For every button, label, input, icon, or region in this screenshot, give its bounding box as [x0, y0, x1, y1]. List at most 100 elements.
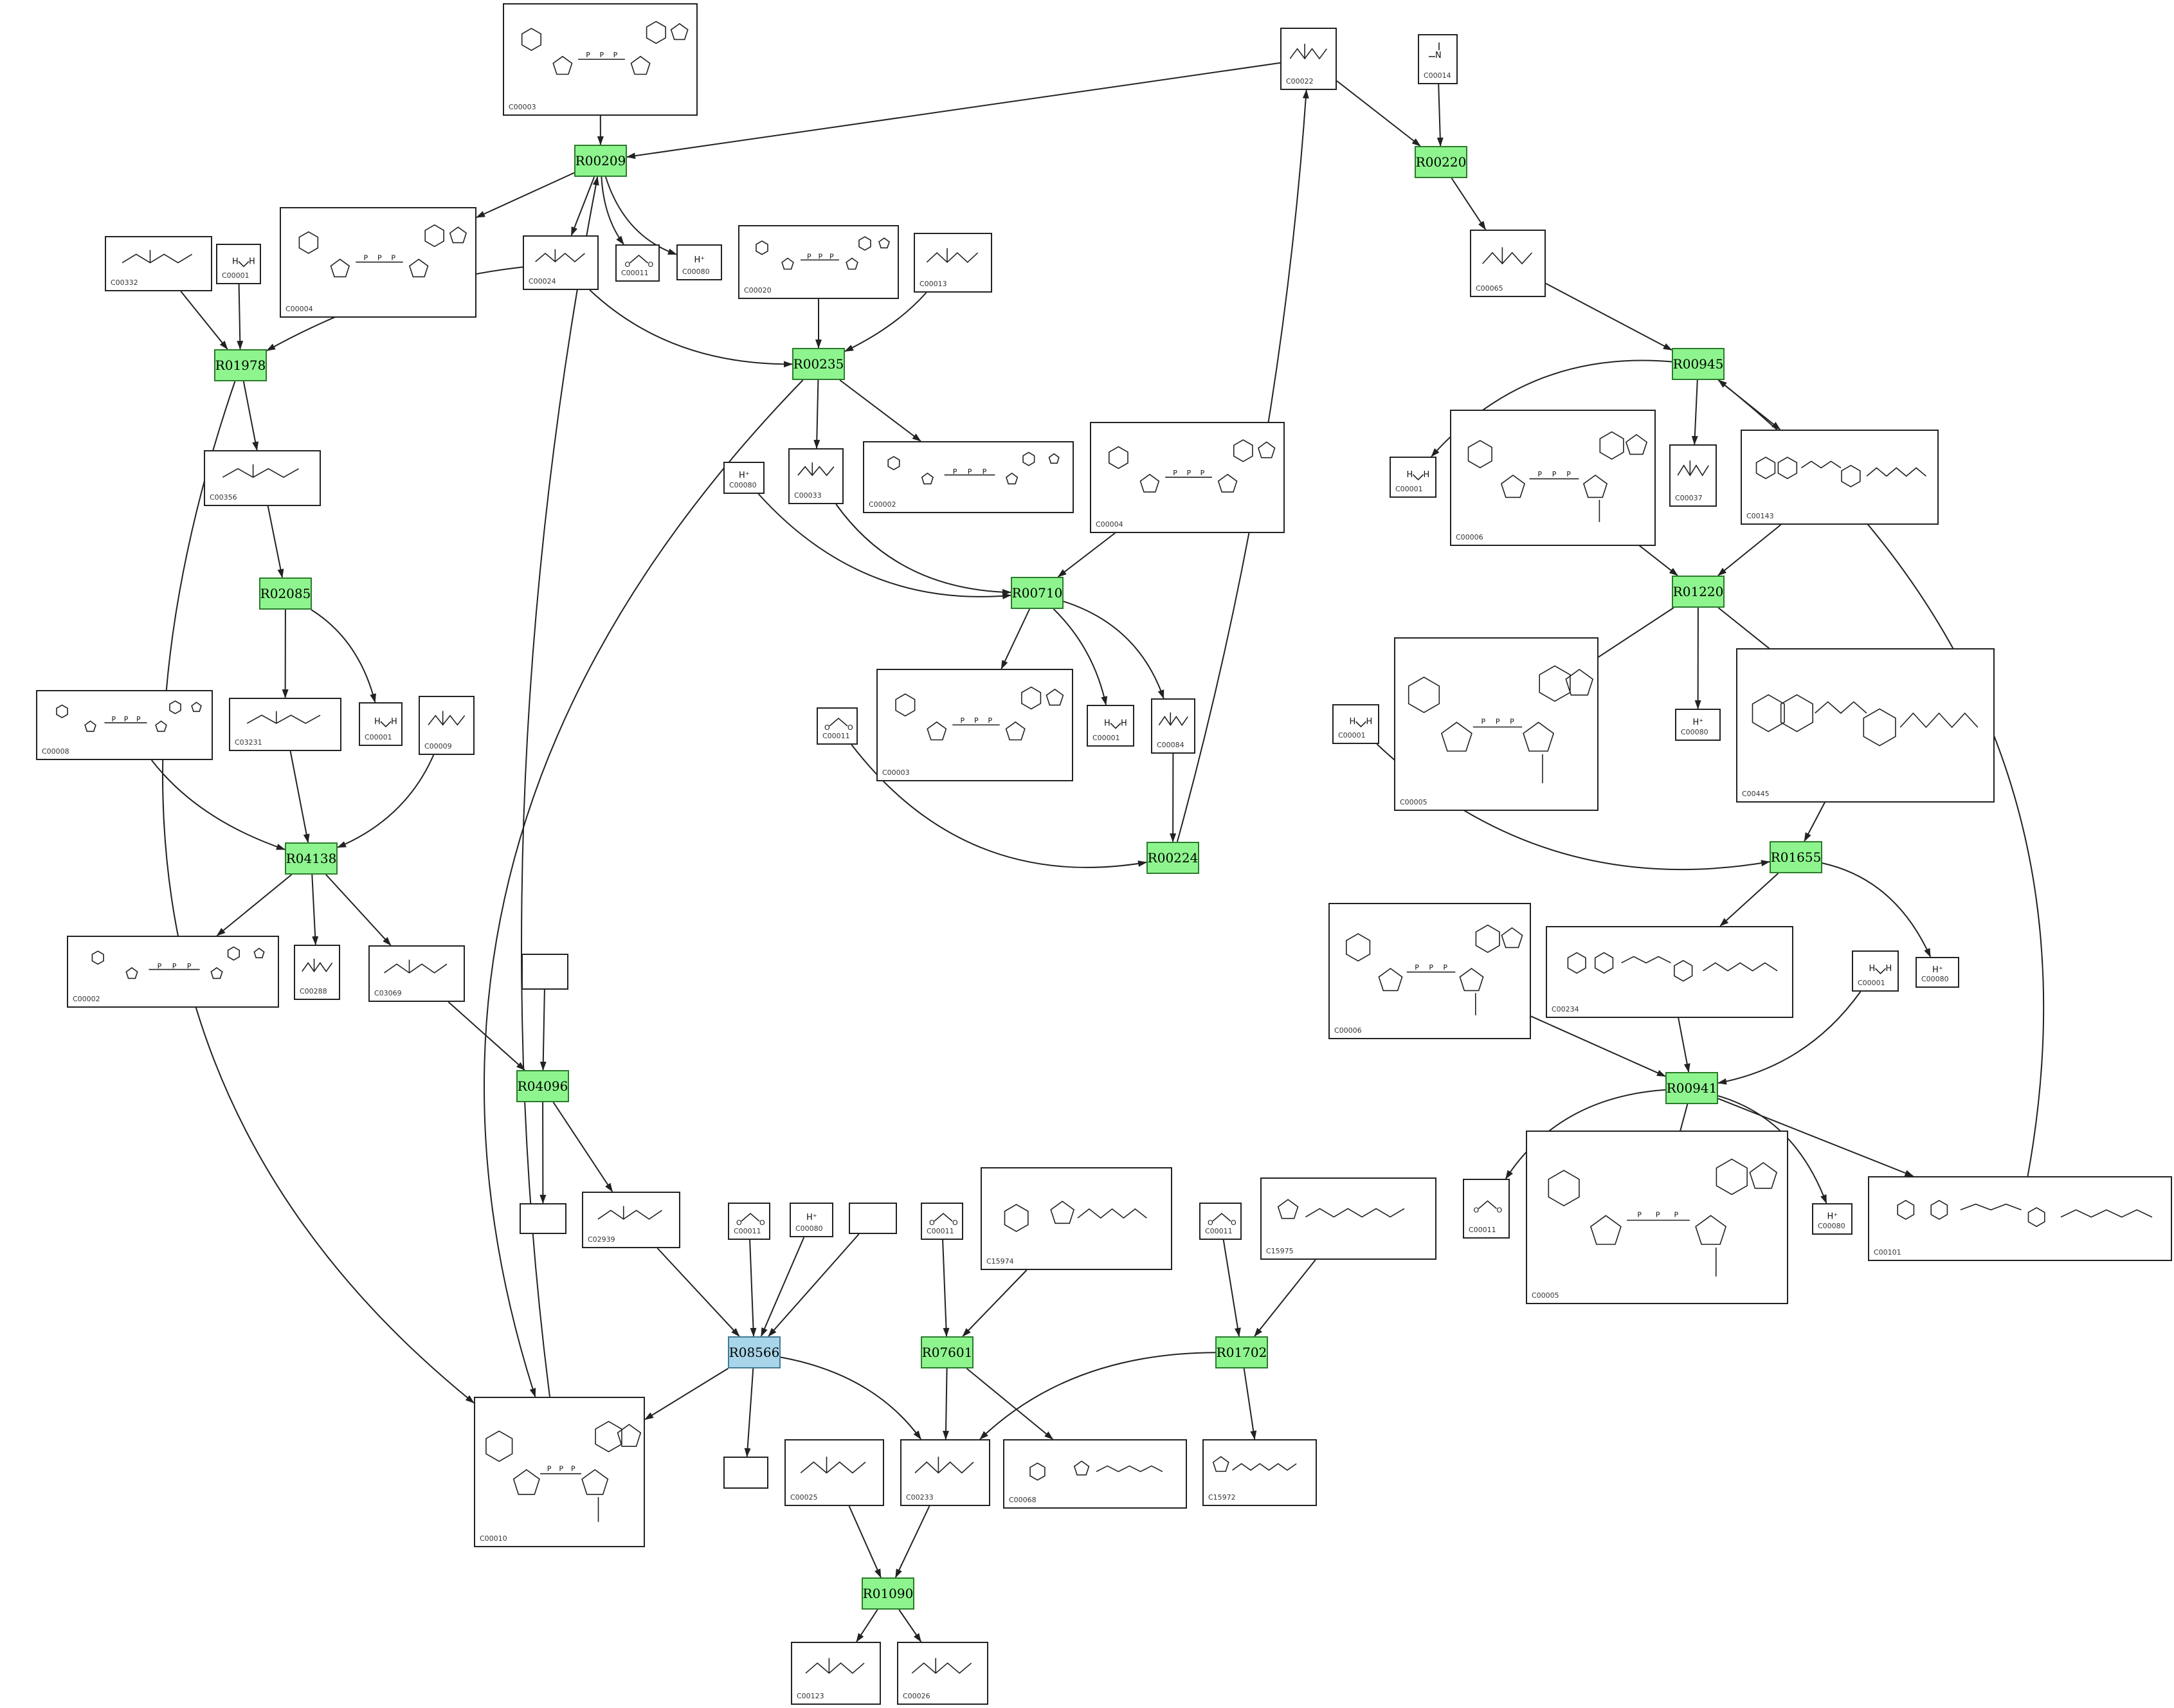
- compound-c00080-d[interactable]: H⁺C00080: [1916, 957, 1959, 988]
- compound-empty-d[interactable]: [723, 1457, 768, 1489]
- compound-c00068[interactable]: C00068: [1003, 1439, 1187, 1509]
- svg-text:P: P: [1186, 469, 1191, 477]
- reaction-r04138[interactable]: R04138: [285, 842, 338, 875]
- reaction-r01220[interactable]: R01220: [1672, 576, 1725, 608]
- svg-text:H⁺: H⁺: [1693, 718, 1704, 727]
- svg-text:P: P: [1429, 963, 1433, 972]
- reaction-r01655[interactable]: R01655: [1770, 841, 1822, 873]
- compound-c00445[interactable]: C00445: [1736, 648, 1995, 803]
- reaction-r00941[interactable]: R00941: [1665, 1072, 1718, 1104]
- reaction-r08566[interactable]: R08566: [728, 1336, 781, 1368]
- reaction-r00235[interactable]: R00235: [792, 348, 845, 380]
- reaction-r00220[interactable]: R00220: [1415, 146, 1467, 178]
- svg-text:H: H: [232, 257, 239, 267]
- compound-c02939[interactable]: C02939: [582, 1192, 680, 1248]
- edge-c00080_b-to-r00710: [757, 493, 1011, 599]
- edge-c00143-to-r01220: [1717, 524, 1782, 576]
- compound-c00288[interactable]: C00288: [294, 945, 340, 1000]
- compound-c03231[interactable]: C03231: [229, 698, 341, 751]
- svg-text:P: P: [158, 962, 162, 970]
- compound-c00033[interactable]: C00033: [788, 448, 844, 504]
- compound-id: C00101: [1874, 1248, 1901, 1257]
- reaction-r07601[interactable]: R07601: [921, 1336, 974, 1368]
- compound-c15972[interactable]: C15972: [1202, 1439, 1317, 1506]
- compound-c00065[interactable]: C00065: [1470, 230, 1546, 297]
- compound-c15974[interactable]: C15974: [981, 1167, 1172, 1270]
- compound-c00080-f[interactable]: H⁺C00080: [1812, 1203, 1852, 1235]
- edge-r01090-to-c00123: [856, 1609, 878, 1642]
- svg-text:P: P: [1481, 718, 1486, 726]
- compound-empty-c[interactable]: [849, 1203, 897, 1234]
- compound-c00022[interactable]: C00022: [1280, 28, 1337, 90]
- reaction-r00710[interactable]: R00710: [1011, 577, 1064, 609]
- edge-c15975-to-r01702: [1254, 1259, 1316, 1337]
- compound-c00026[interactable]: C00026: [897, 1642, 988, 1705]
- compound-c00332[interactable]: C00332: [105, 236, 212, 291]
- reaction-r04096[interactable]: R04096: [516, 1070, 569, 1102]
- compound-c00123[interactable]: C00123: [791, 1642, 881, 1705]
- compound-c00080-a[interactable]: H⁺C00080: [676, 244, 722, 280]
- reaction-r00209[interactable]: R00209: [574, 145, 627, 177]
- compound-c00101[interactable]: C00101: [1868, 1176, 2172, 1261]
- reaction-r01090[interactable]: R01090: [862, 1577, 914, 1610]
- compound-empty-a[interactable]: [521, 954, 568, 990]
- compound-c00009[interactable]: C00009: [419, 696, 475, 755]
- reaction-r01702[interactable]: R01702: [1215, 1336, 1268, 1368]
- compound-c00234[interactable]: C00234: [1546, 926, 1793, 1018]
- compound-c00084[interactable]: C00084: [1151, 698, 1195, 754]
- reaction-r02085[interactable]: R02085: [259, 577, 312, 610]
- compound-c00356[interactable]: C00356: [204, 450, 321, 506]
- compound-c00024[interactable]: C00024: [523, 235, 599, 290]
- compound-c00013[interactable]: C00013: [914, 233, 992, 293]
- svg-text:P: P: [1566, 470, 1571, 478]
- reaction-r01978[interactable]: R01978: [214, 349, 267, 381]
- compound-c00080-e[interactable]: H⁺C00080: [790, 1203, 833, 1237]
- svg-text:H: H: [1424, 470, 1430, 480]
- reaction-r00945[interactable]: R00945: [1672, 348, 1725, 380]
- compound-c00080-b[interactable]: H⁺C00080: [723, 462, 765, 494]
- compound-id: C00332: [111, 278, 138, 287]
- compound-c00080-c[interactable]: H⁺C00080: [1675, 709, 1721, 741]
- edge-r01090-to-c00026: [898, 1609, 922, 1642]
- compound-c00143[interactable]: C00143: [1741, 430, 1939, 525]
- reaction-r00224[interactable]: R00224: [1146, 842, 1199, 874]
- compound-c00037[interactable]: C00037: [1669, 444, 1717, 507]
- compound-c00233[interactable]: C00233: [900, 1439, 990, 1506]
- compound-empty-b[interactable]: [520, 1203, 566, 1234]
- reaction-label: R00941: [1666, 1080, 1717, 1096]
- compound-id: C00011: [621, 269, 649, 277]
- edge-r07601-to-c00068: [966, 1368, 1054, 1440]
- compound-c00025[interactable]: C00025: [784, 1439, 884, 1506]
- compound-c15975[interactable]: C15975: [1260, 1177, 1436, 1260]
- compound-c03069[interactable]: C03069: [368, 945, 465, 1002]
